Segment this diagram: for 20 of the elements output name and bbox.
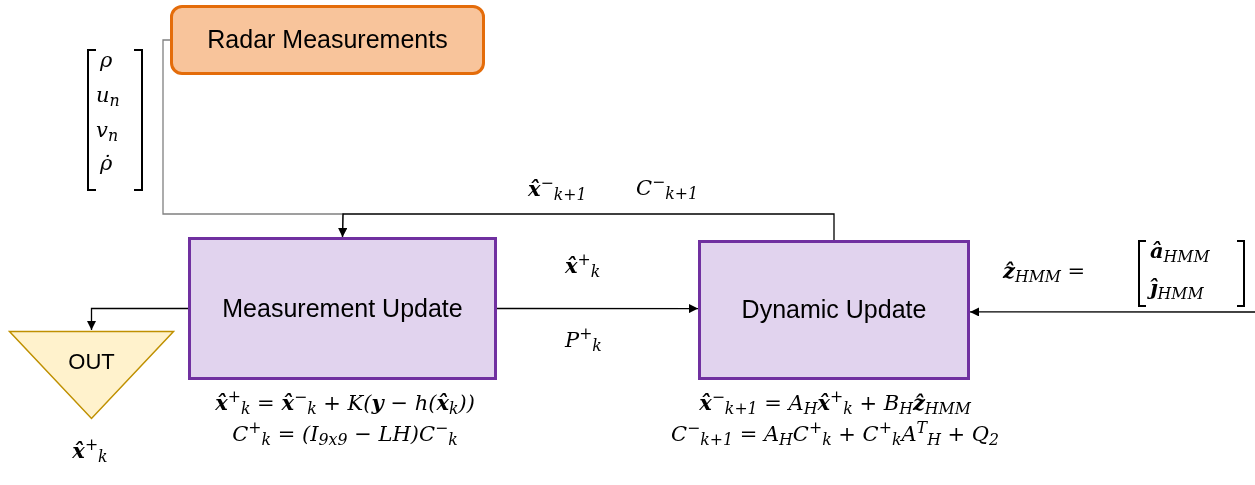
node-label: OUT — [68, 347, 115, 376]
process-box — [698, 240, 970, 380]
math-symbol: v$_{n}$ — [96, 120, 119, 141]
math-symbol: ρ̇ — [100, 153, 113, 174]
arrow — [338, 213, 835, 241]
node-label: Dynamic Update — [741, 294, 927, 326]
equation: x̂$^{−}$$_{k+1}$ = A$_{H}$x̂$^{+}$$_{k}$ + B$_{H}$ẑ$_{HMM}$ — [699, 392, 971, 414]
input-box — [170, 5, 485, 75]
node-label: Measurement Update — [222, 292, 463, 324]
math-symbol: ẑ$_{HMM}$ = — [1003, 260, 1086, 282]
output-triangle — [8, 330, 175, 420]
equation: x̂$^{+}$$_{k}$ = x̂$^{−}$$_{k}$ + K(y − h(x̂$_{k}$)) — [215, 392, 475, 414]
node-label: Radar Measurements — [207, 24, 448, 56]
arrow — [496, 304, 699, 314]
math-symbol: â$_{HMM}$ — [1150, 240, 1210, 262]
math-symbol: u$_{n}$ — [96, 85, 120, 106]
math-symbol: ρ — [100, 50, 113, 71]
arrow — [87, 307, 189, 331]
arrow — [969, 307, 1255, 317]
process-box — [188, 237, 497, 380]
